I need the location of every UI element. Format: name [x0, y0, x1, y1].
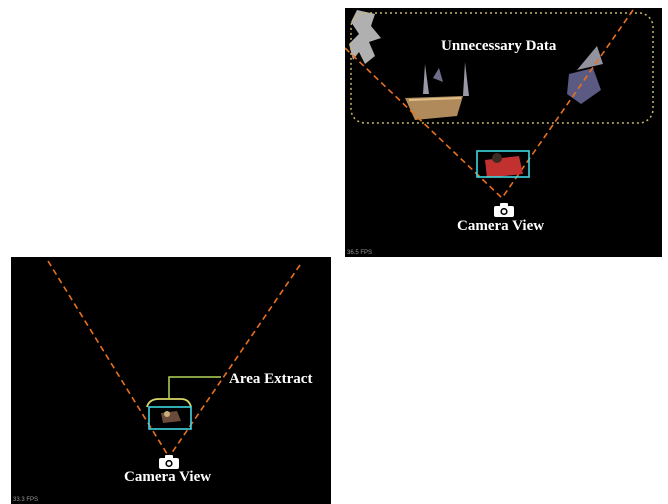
top-view-panel: Unnecessary Data Camera View 36.5 FPS — [345, 8, 662, 257]
top-view-drawing — [345, 9, 654, 199]
view-line-left — [345, 47, 503, 199]
camera-view-label: Camera View — [124, 469, 212, 485]
view-line-left — [47, 260, 170, 458]
extracted-area-box — [148, 406, 192, 430]
area-extract-callout-line — [168, 376, 221, 399]
camera-icon — [159, 455, 179, 469]
unnecessary-data-region — [350, 12, 654, 124]
bottom-view-drawing — [47, 260, 301, 458]
person-detection — [476, 150, 530, 178]
clutter-basket — [405, 62, 469, 120]
area-extract-label: Area Extract — [229, 371, 313, 387]
camera-icon — [494, 203, 514, 217]
view-line-right — [501, 9, 634, 199]
person-bounding-box — [476, 150, 530, 178]
fps-readout: 33.3 FPS — [13, 497, 39, 503]
extracted-area — [146, 398, 192, 430]
camera-view-label: Camera View — [457, 218, 545, 234]
unnecessary-data-label: Unnecessary Data — [441, 38, 557, 54]
clutter-right-object — [567, 46, 603, 104]
clutter-left-points — [349, 10, 381, 64]
bottom-view-panel: Area Extract Camera View 33.3 FPS — [11, 257, 331, 504]
fps-readout: 36.5 FPS — [347, 250, 373, 256]
